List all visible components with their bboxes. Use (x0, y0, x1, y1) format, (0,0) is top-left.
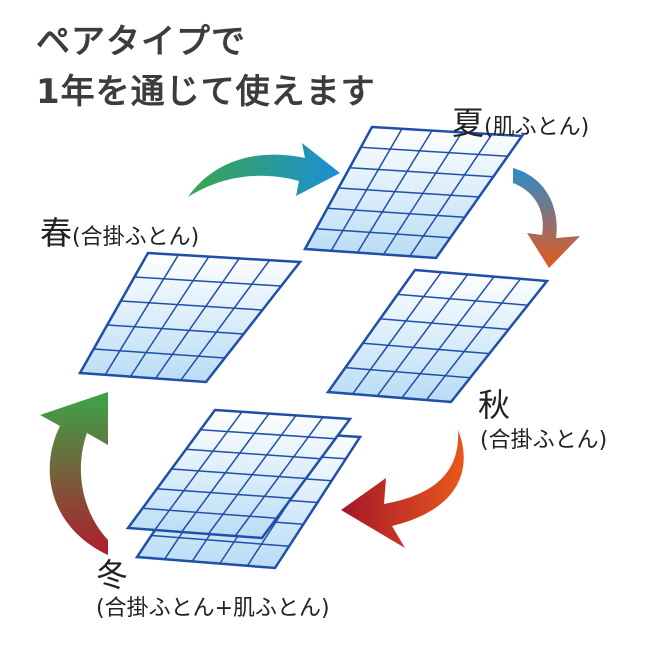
label-summer-name: 夏 (452, 104, 485, 142)
label-autumn-name-wrap: 秋 (478, 380, 510, 426)
label-autumn-detail-wrap: (合掛ふとん) (480, 422, 607, 454)
headline-line-2: 1年を通じて使えます (36, 72, 376, 112)
arrow-winter-to-spring-icon (40, 392, 108, 555)
label-spring: 春(合掛ふとん) (40, 208, 199, 254)
label-winter-detail-wrap: (合掛ふとん+肌ふとん) (96, 590, 330, 622)
spring-futon-panel (77, 251, 303, 384)
summer-futon-panel (302, 125, 525, 260)
arrow-autumn-to-winter-icon (341, 430, 464, 548)
autumn-futon-panel (325, 268, 550, 404)
label-spring-name: 春 (40, 214, 73, 252)
label-autumn-detail: (合掛ふとん) (480, 428, 608, 453)
label-winter-detail: (合掛ふとん+肌ふとん) (96, 596, 330, 621)
winter-front-futon-panel (125, 408, 353, 540)
label-spring-detail: (合掛ふとん) (72, 225, 200, 250)
label-summer: 夏(肌ふとん) (452, 98, 589, 144)
label-autumn-name: 秋 (478, 386, 511, 424)
label-winter-name: 冬 (96, 556, 129, 594)
arrow-spring-to-summer-icon (188, 143, 340, 197)
label-summer-detail: (肌ふとん) (484, 115, 590, 140)
label-winter-name-wrap: 冬 (96, 550, 128, 596)
headline-line-1: ペアタイプで (36, 22, 246, 62)
arrow-summer-to-autumn-icon (513, 168, 580, 268)
